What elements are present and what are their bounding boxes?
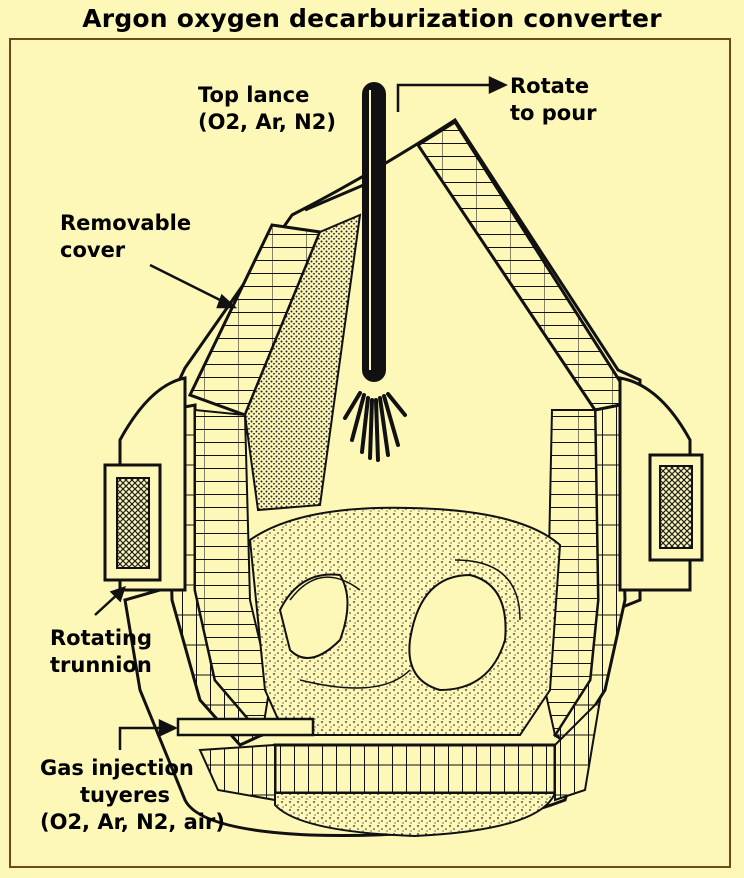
top-lance (362, 82, 386, 382)
right-trunnion (618, 376, 704, 592)
label-line: trunnion (50, 653, 152, 677)
molten-bath (248, 506, 562, 736)
diagram-frame (9, 38, 731, 868)
label-trunnion: Rotating trunnion (50, 625, 152, 679)
label-rotate: Rotate to pour (510, 73, 597, 127)
label-line: to pour (510, 101, 597, 125)
label-top-lance: Top lance (O2, Ar, N2) (198, 82, 336, 136)
label-line: cover (60, 238, 126, 262)
oxygen-jet (343, 391, 407, 462)
label-line: (O2, Ar, N2, air) (40, 810, 225, 834)
label-line: (O2, Ar, N2) (198, 110, 336, 134)
converter-bottom (198, 697, 602, 838)
pointer-arrows (94, 76, 508, 750)
label-line: Top lance (198, 83, 310, 107)
tuyere-pipe (176, 717, 315, 737)
cover-lining (187, 119, 638, 512)
label-line: Removable (60, 211, 192, 235)
label-cover: Removable cover (60, 210, 191, 264)
label-line: Rotate (510, 74, 590, 98)
label-tuyeres: Gas injection tuyeres (O2, Ar, N2, air) (40, 755, 225, 836)
label-line: Rotating (50, 626, 153, 650)
left-trunnion (103, 376, 187, 592)
diagram-title: Argon oxygen decarburization converter (82, 4, 662, 33)
label-line: Gas injection (40, 756, 194, 780)
label-line: tuyeres (80, 783, 171, 807)
